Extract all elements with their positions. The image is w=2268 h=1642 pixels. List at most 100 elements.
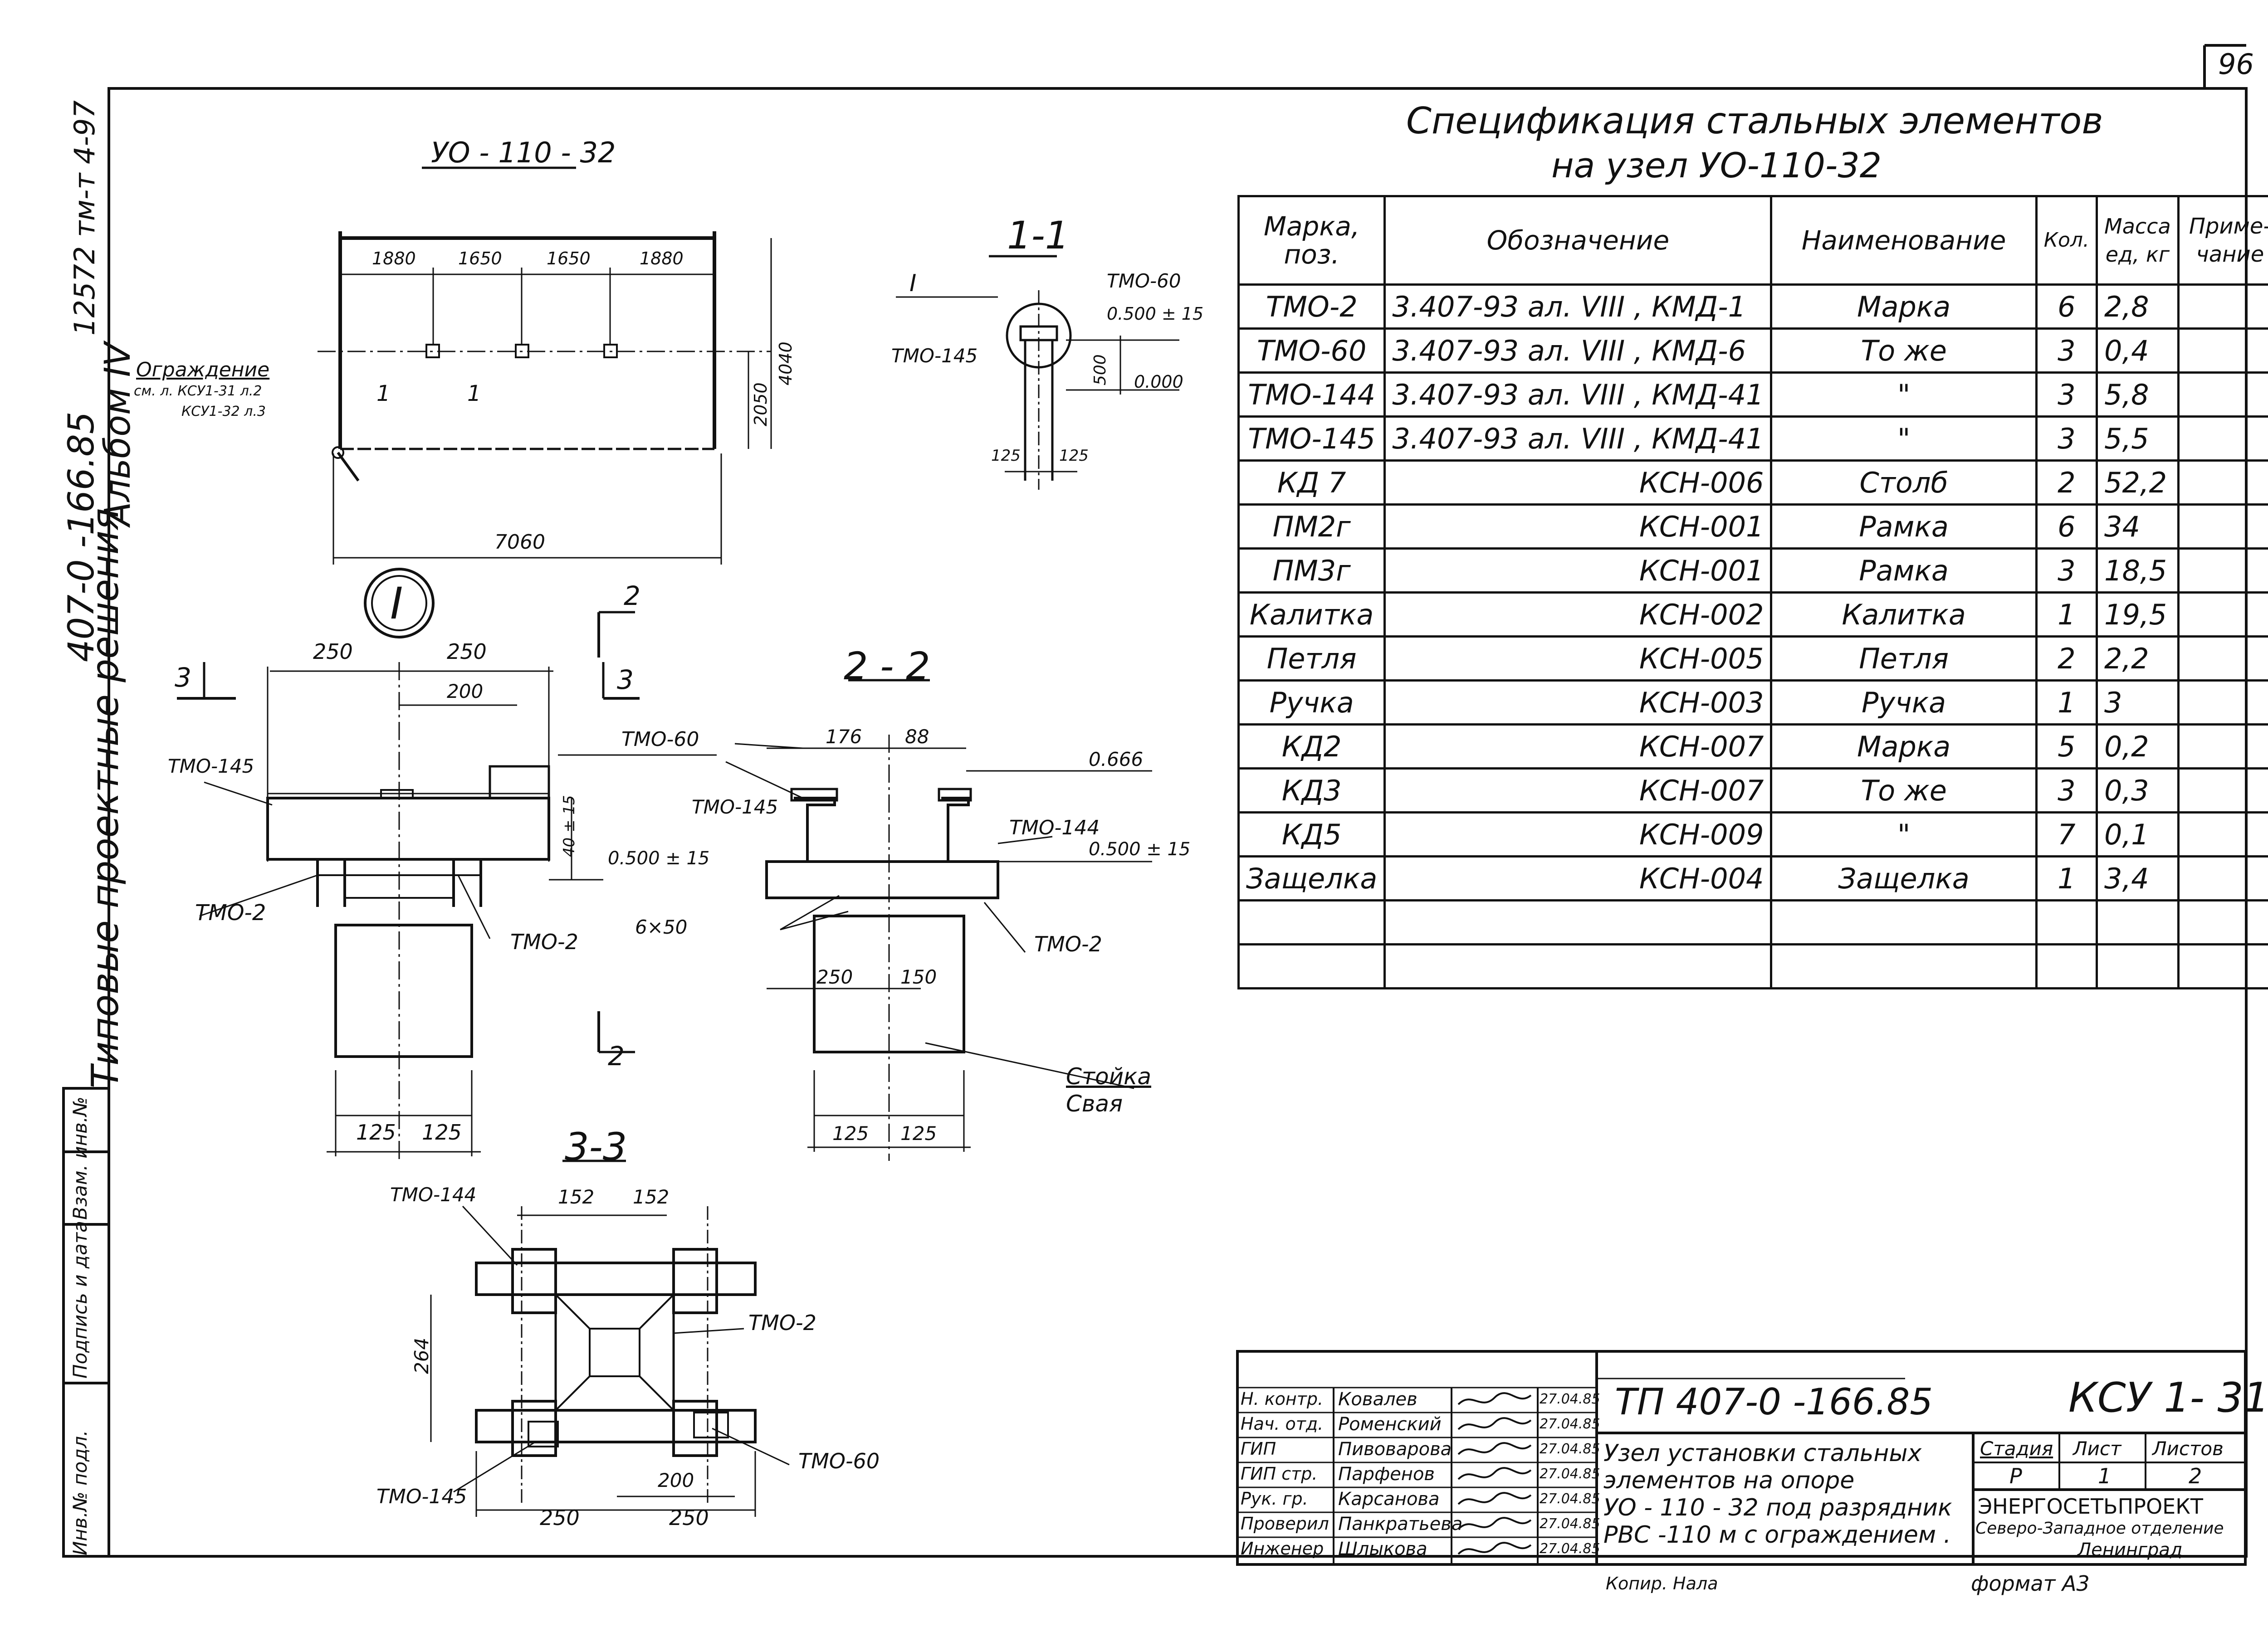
tb-role: Инженер — [1241, 1539, 1324, 1559]
section-3-3-dim-b1: 250 — [540, 1506, 580, 1530]
spec-cell-name: То же — [1770, 327, 2038, 374]
section-2-2-dim-88: 88 — [905, 726, 929, 748]
spec-cell-mass: 0,3 — [2096, 767, 2180, 814]
tb-date: 27.04.85 — [1540, 1466, 1600, 1482]
detail-I-tmo60: ТМО-60 — [621, 728, 699, 751]
section-2-2-tmo2: ТМО-2 — [1034, 932, 1102, 956]
section-1-1-dim-500: 500 — [1091, 354, 1110, 385]
section-3-3-dim-mid: 200 — [658, 1469, 694, 1491]
section-1-1-elev-2: 0.000 — [1134, 372, 1183, 392]
section-1-1-callout: I — [909, 270, 917, 297]
spec-cell-designation: КСН-007 — [1383, 723, 1773, 770]
spec-cell-name: Рамка — [1770, 547, 2038, 594]
section-2-2-dim-150: 150 — [900, 966, 937, 988]
tb-description-2: элементов на опоре — [1603, 1467, 1855, 1494]
tb-date: 27.04.85 — [1540, 1491, 1600, 1507]
spec-cell-name: Калитка — [1770, 591, 2038, 638]
section-1-1-dim-b1: 125 — [991, 447, 1021, 465]
spec-cell-mark: ТМО-2 — [1237, 283, 1386, 330]
spec-cell-name: Столб — [1770, 459, 2038, 506]
spec-cell-name: Рамка — [1770, 503, 2038, 550]
spec-cell-qty: 6 — [2035, 283, 2098, 330]
tb-date: 27.04.85 — [1540, 1391, 1600, 1407]
spec-header-mark: Марка, поз. — [1237, 195, 1386, 286]
plan-dim-right-inner: 2050 — [751, 382, 771, 426]
spec-cell-mass: 3,4 — [2096, 855, 2180, 901]
spec-cell-mark: ПМ2г — [1237, 503, 1386, 550]
plan-dim-top-1: 1880 — [372, 248, 416, 268]
section-1-1-tmo145: ТМО-145 — [891, 345, 978, 367]
section-2-2-dim-b2: 125 — [900, 1122, 937, 1145]
spec-cell-mass: 2,8 — [2096, 283, 2180, 330]
title-block-frame — [1236, 1350, 2247, 1566]
tb-sheets: 2 — [2189, 1464, 2202, 1488]
section-2-2-dim-250: 250 — [816, 966, 853, 988]
spec-cell-mark — [1237, 943, 1386, 989]
detail-I-cut-2-bottom: 2 — [608, 1041, 625, 1072]
tb-stage: Р — [2009, 1464, 2022, 1488]
spec-header-name: Наименование — [1770, 195, 2038, 286]
tb-sheets-label: Листов — [2152, 1437, 2224, 1460]
spec-cell-name: Ручка — [1770, 679, 2038, 726]
spec-cell-mass: 0,2 — [2096, 723, 2180, 770]
tb-name: Ковалев — [1338, 1389, 1418, 1410]
spec-cell-mark: Ручка — [1237, 679, 1386, 726]
detail-I-elev: 0.500 ± 15 — [608, 848, 710, 869]
tb-name: Роменский — [1338, 1414, 1442, 1435]
section-3-3-dim-top-1: 152 — [558, 1186, 595, 1208]
spec-cell-mass: 5,8 — [2096, 371, 2180, 418]
tb-role: Нач. отд. — [1241, 1414, 1324, 1434]
spec-cell-mass: 0,1 — [2096, 811, 2180, 858]
spec-cell-qty: 2 — [2035, 459, 2098, 506]
spec-cell-designation: КСН-005 — [1383, 635, 1773, 682]
detail-I-cut-2-top: 2 — [624, 580, 640, 611]
spec-cell-designation: 3.407-93 ал. VIII , КМД-6 — [1383, 327, 1773, 374]
spec-cell-name: То же — [1770, 767, 2038, 814]
section-3-3-dim-b2: 250 — [669, 1506, 709, 1530]
section-3-3 — [430, 1160, 790, 1517]
plan-dim-top-3: 1650 — [547, 248, 591, 268]
spec-cell-note — [2177, 943, 2268, 989]
tb-role: Проверил — [1241, 1514, 1329, 1534]
detail-I — [177, 568, 717, 1161]
tb-name: Карсанова — [1338, 1489, 1440, 1510]
spec-cell-designation: КСН-001 — [1383, 547, 1773, 594]
tb-sheet-label: Лист — [2073, 1437, 2121, 1460]
spec-cell-name: Петля — [1770, 635, 2038, 682]
spec-cell-mark: ТМО-60 — [1237, 327, 1386, 374]
detail-I-tmo145: ТМО-145 — [168, 755, 254, 777]
spec-cell-qty: 5 — [2035, 723, 2098, 770]
stamp-signature-date: Подпись и дата — [69, 1221, 91, 1379]
detail-I-mark: I — [390, 578, 403, 629]
spec-cell-note — [2177, 547, 2268, 594]
spec-cell-qty: 6 — [2035, 503, 2098, 550]
plan-title: УО - 110 - 32 — [431, 136, 616, 169]
spec-cell-name — [1770, 943, 2038, 989]
section-1-1-title: 1-1 — [1007, 213, 1070, 258]
detail-I-tmo2-left: ТМО-2 — [195, 900, 266, 926]
spec-cell-mark: КД 7 — [1237, 459, 1386, 506]
album-code: 12572 тм-т 4-97 — [68, 100, 101, 336]
spec-cell-mark: КД2 — [1237, 723, 1386, 770]
spec-cell-mass — [2096, 899, 2180, 945]
tb-org-sub: Северо-Западное отделение — [1975, 1519, 2224, 1538]
stamp-inv-podl: Инв.№ подл. — [69, 1430, 91, 1555]
post-label: Стойка — [1066, 1063, 1151, 1090]
spec-cell-mark: КД3 — [1237, 767, 1386, 814]
spec-cell-designation: 3.407-93 ал. VIII , КМД-41 — [1383, 371, 1773, 418]
tb-doc-code: ТП 407-0 -166.85 — [1615, 1381, 1933, 1423]
spec-cell-name: Марка — [1770, 283, 2038, 330]
detail-I-dim-top-2: 250 — [447, 639, 487, 664]
spec-cell-mark: Калитка — [1237, 591, 1386, 638]
spec-cell-qty: 3 — [2035, 371, 2098, 418]
spec-cell-designation: КСН-004 — [1383, 855, 1773, 901]
plan-dim-top-4: 1880 — [640, 248, 684, 268]
spec-cell-mark: Защелка — [1237, 855, 1386, 901]
